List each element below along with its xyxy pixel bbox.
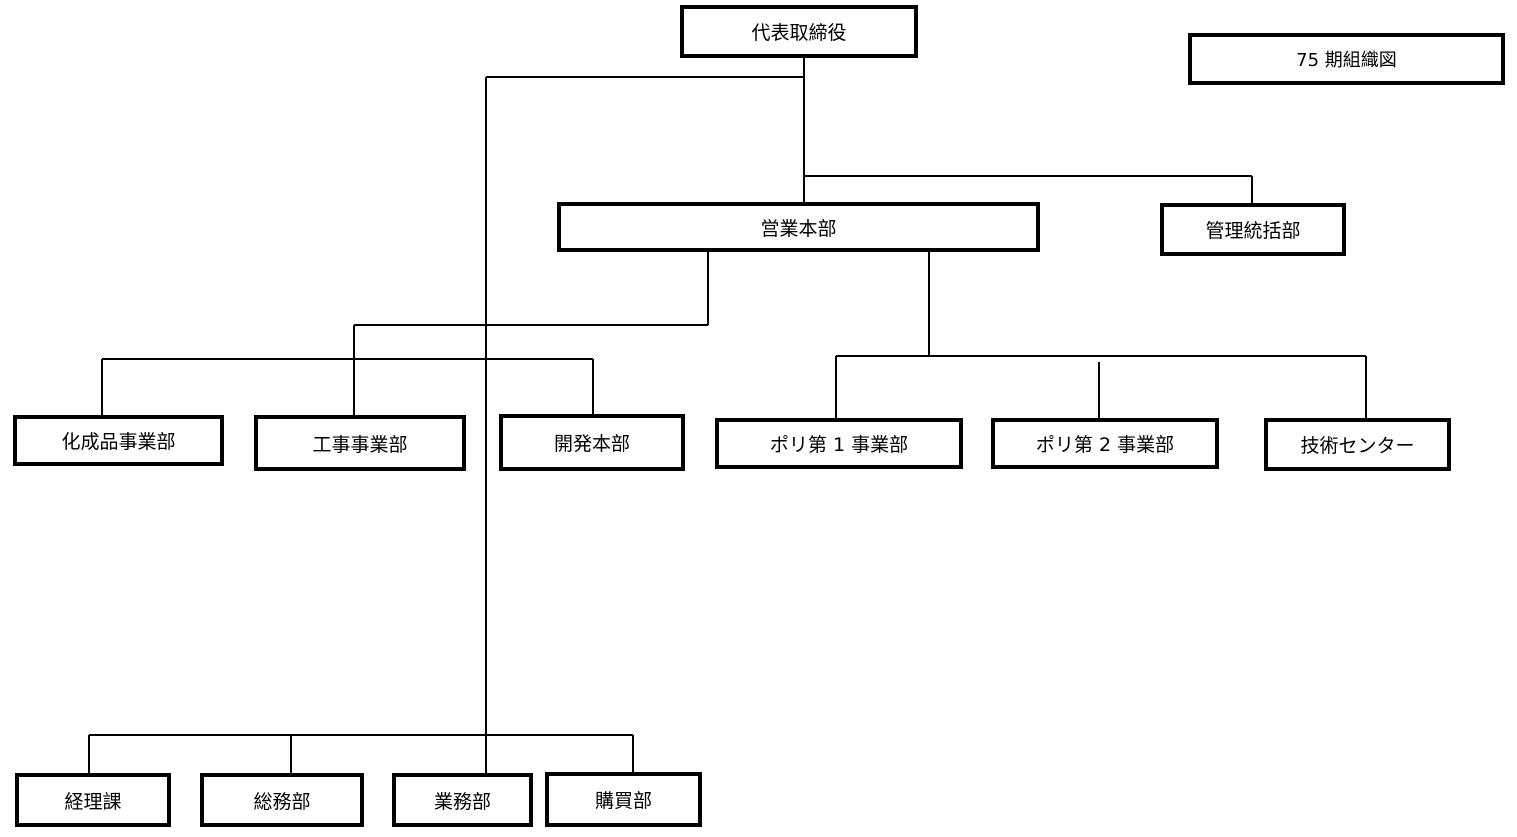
node-operations: 業務部 [392,773,533,827]
node-administration: 管理統括部 [1160,203,1346,256]
node-poly-division-1: ポリ第 1 事業部 [715,418,963,469]
node-construction-division: 工事事業部 [254,415,466,471]
node-sales-headquarters: 営業本部 [557,202,1040,252]
org-chart-title: 75 期組織図 [1188,33,1505,85]
node-technical-center: 技術センター [1264,418,1451,471]
node-ceo: 代表取締役 [680,5,918,58]
node-development-headquarters: 開発本部 [499,414,685,471]
node-accounting-section: 経理課 [15,773,171,827]
node-purchasing: 購買部 [545,772,702,827]
node-poly-division-2: ポリ第 2 事業部 [991,418,1219,469]
node-general-affairs: 総務部 [200,773,364,827]
node-chemical-products-division: 化成品事業部 [13,415,224,466]
